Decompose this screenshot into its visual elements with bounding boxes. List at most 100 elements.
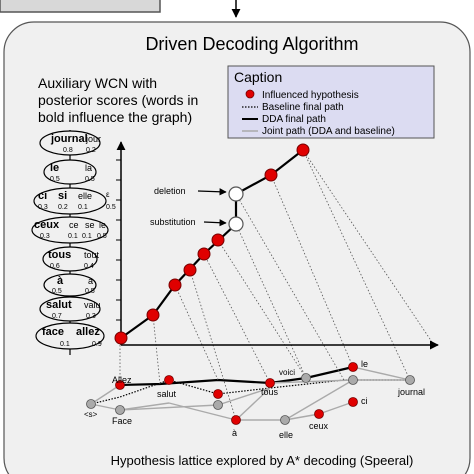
- svg-text:ci: ci: [38, 190, 47, 202]
- lattice-word-voici: voici: [279, 368, 295, 377]
- svg-text:à: à: [57, 275, 64, 287]
- hypothesis-node: [296, 143, 310, 157]
- top-block: [0, 0, 161, 13]
- wcn-row-ci: ci si elle ε 0.3 0.2 0.1 0.5: [33, 187, 116, 215]
- wcn-heading-line-2: posterior scores (words in: [38, 92, 198, 108]
- lattice-word-ceux: ceux: [309, 421, 329, 431]
- svg-text:0.5: 0.5: [85, 176, 95, 183]
- svg-text:valu: valu: [84, 300, 101, 310]
- svg-text:salut: salut: [46, 299, 72, 311]
- caption-dot-icon: [245, 89, 255, 99]
- svg-text:0.5: 0.5: [85, 288, 95, 295]
- lattice-node: [314, 409, 324, 419]
- svg-text:se: se: [85, 220, 95, 230]
- lattice-node: [86, 399, 96, 409]
- svg-text:0.3: 0.3: [86, 313, 96, 320]
- lattice-word-allez: Allez: [112, 375, 132, 385]
- deletion-label: deletion: [154, 186, 186, 196]
- lattice-word-ci: ci: [361, 396, 368, 406]
- svg-text:0.1: 0.1: [68, 233, 78, 240]
- svg-text:0.8: 0.8: [63, 147, 73, 154]
- svg-text:face: face: [42, 326, 64, 338]
- lattice-node: [348, 397, 358, 407]
- substitution-node: [228, 216, 244, 232]
- lattice-node: [265, 378, 275, 388]
- svg-text:0.2: 0.2: [58, 204, 68, 211]
- hypothesis-node: [211, 233, 225, 247]
- caption-item-baseline: Baseline final path: [262, 102, 344, 113]
- hypothesis-node: [183, 263, 197, 277]
- lattice-node: [164, 375, 174, 385]
- deletion-arrow: [197, 188, 227, 196]
- lattice-nodes: [86, 362, 415, 425]
- lattice-node: [231, 415, 241, 425]
- svg-text:0.6: 0.6: [50, 263, 60, 270]
- lattice-node: [348, 375, 358, 385]
- svg-text:jour: jour: [85, 134, 101, 144]
- lattice-word-le: le: [361, 359, 368, 369]
- hypothesis-node: [264, 168, 278, 182]
- lattice-node: [213, 400, 223, 410]
- svg-text:0.1: 0.1: [60, 341, 70, 348]
- wcn-heading: Auxiliary WCN with posterior scores (wor…: [38, 75, 198, 125]
- deletion-node: [228, 186, 244, 202]
- svg-text:0.5: 0.5: [52, 288, 62, 295]
- lattice-node: [348, 362, 358, 372]
- caption-box: Caption Influenced hypothesis Baseline f…: [227, 65, 435, 139]
- svg-text:0.5: 0.5: [106, 204, 116, 211]
- figure-title: Driven Decoding Algorithm: [145, 34, 358, 54]
- svg-text:0.4: 0.4: [84, 263, 94, 270]
- hypothesis-node: [114, 331, 128, 345]
- lattice-node: [301, 373, 311, 383]
- svg-text:0.3: 0.3: [40, 233, 50, 240]
- hypothesis-node: [197, 247, 211, 261]
- wcn-heading-line-1: Auxiliary WCN with: [38, 75, 157, 91]
- svg-text:tous: tous: [48, 249, 71, 261]
- caption-item-influenced: Influenced hypothesis: [262, 90, 359, 101]
- lattice-word-salut: salut: [157, 389, 177, 399]
- svg-text:elle: elle: [78, 191, 92, 201]
- hypothesis-node: [146, 308, 160, 322]
- caption-item-dda: DDA final path: [262, 114, 326, 125]
- svg-text:allez: allez: [76, 326, 100, 338]
- lattice-node: [280, 415, 290, 425]
- caption-background: [227, 65, 435, 139]
- svg-text:0.2: 0.2: [86, 147, 96, 154]
- substitution-arrow: [203, 219, 227, 227]
- caption-title: Caption: [234, 69, 282, 85]
- hypothesis-node: [168, 278, 182, 292]
- wcn-column: journal jour 0.8 0.2 le la 0.5 0.5 ci si…: [31, 130, 116, 355]
- lattice-word-s: <s>: [84, 410, 98, 419]
- lattice-edges: [90, 149, 435, 421]
- lattice-node: [115, 380, 125, 390]
- wcn-row-journal: journal jour 0.8 0.2: [39, 130, 101, 156]
- svg-text:ε: ε: [106, 190, 110, 199]
- lattice-word-tous: tous: [261, 387, 279, 397]
- hypothesis-axes: [116, 141, 439, 350]
- lattice-node: [213, 389, 223, 399]
- caption-item-joint: Joint path (DDA and baseline): [262, 126, 395, 137]
- svg-text:0.9: 0.9: [92, 341, 102, 348]
- lattice-word-journal: journal: [397, 387, 425, 397]
- lattice-labels: <s> Allez Face salut à tous voici elle c…: [84, 359, 425, 440]
- svg-text:0.5: 0.5: [97, 233, 107, 240]
- wcn-row-le: le la 0.5 0.5: [43, 159, 97, 185]
- svg-text:si: si: [58, 190, 67, 202]
- svg-text:le: le: [99, 220, 106, 230]
- wcn-row-tous: tous tout 0.6 0.4: [42, 246, 100, 272]
- svg-text:a: a: [88, 276, 93, 286]
- lattice-word-elle: elle: [279, 430, 293, 440]
- lattice-node: [405, 375, 415, 385]
- svg-text:le: le: [50, 162, 59, 174]
- wcn-row-a: à a 0.5 0.5: [43, 273, 97, 297]
- svg-text:tout: tout: [84, 250, 100, 260]
- wcn-row-salut: salut valu 0.7 0.3: [39, 296, 101, 322]
- svg-text:journal: journal: [50, 133, 88, 145]
- svg-text:ceux: ceux: [34, 219, 60, 231]
- svg-text:la: la: [85, 163, 92, 173]
- wcn-row-ceux: ceux ce se le 0.3 0.1 0.1 0.5: [31, 216, 109, 244]
- substitution-label: substitution: [150, 217, 196, 227]
- svg-text:ce: ce: [69, 220, 79, 230]
- svg-text:0.7: 0.7: [52, 313, 62, 320]
